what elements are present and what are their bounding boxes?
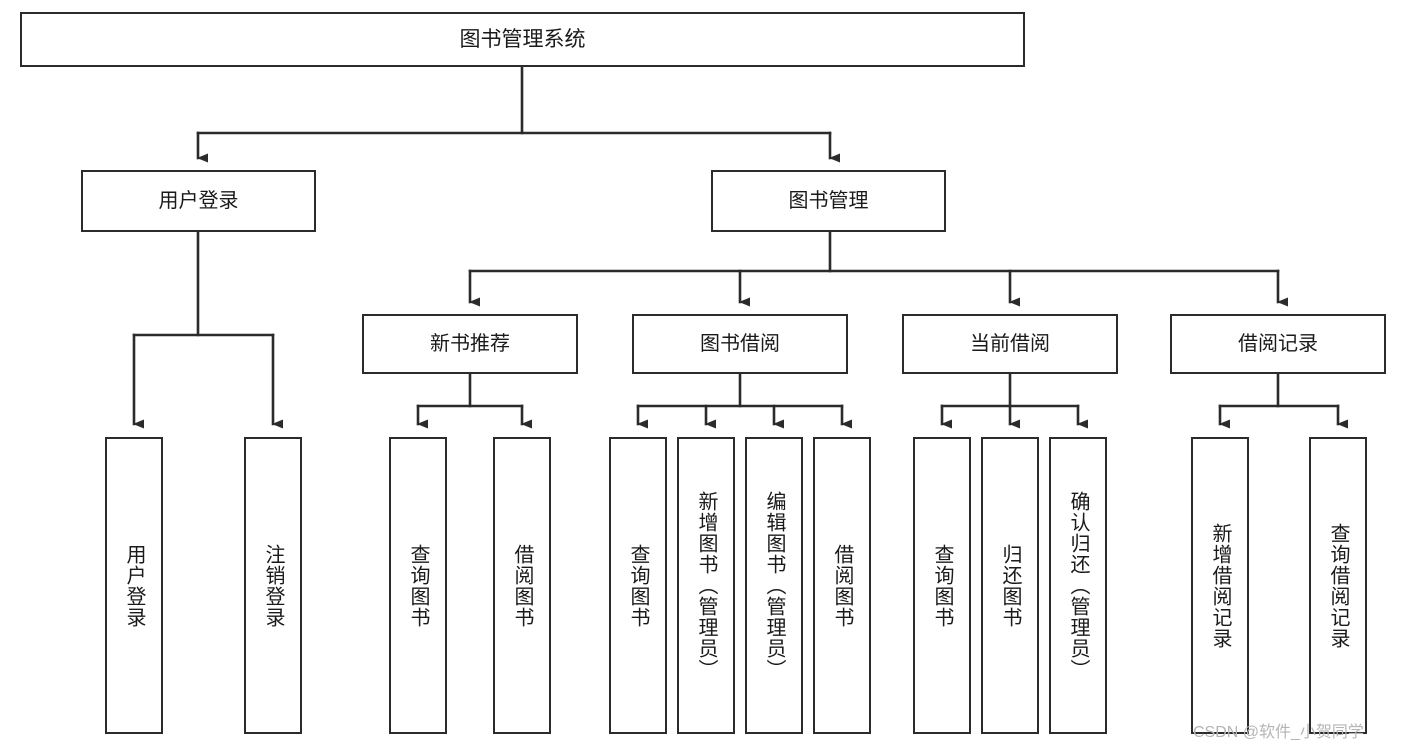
node-book-borrow[interactable]: 图书借阅 xyxy=(632,314,848,374)
node-leaf-query-book-3-label: 查询图书 xyxy=(931,543,953,628)
node-new-book-recommend-label: 新书推荐 xyxy=(430,332,510,355)
node-leaf-return-book[interactable]: 归还图书 xyxy=(981,437,1039,734)
node-book-borrow-label: 图书借阅 xyxy=(700,332,780,355)
node-leaf-edit-book-label: 编辑图书（管理员） xyxy=(763,491,785,680)
node-new-book-recommend[interactable]: 新书推荐 xyxy=(362,314,578,374)
node-leaf-user-login-label: 用户登录 xyxy=(123,543,145,628)
node-leaf-borrow-book-2-label: 借阅图书 xyxy=(831,543,853,628)
node-leaf-query-book-3[interactable]: 查询图书 xyxy=(913,437,971,734)
node-leaf-borrow-book-2[interactable]: 借阅图书 xyxy=(813,437,871,734)
node-leaf-logout-login[interactable]: 注销登录 xyxy=(244,437,302,734)
node-leaf-borrow-book-1[interactable]: 借阅图书 xyxy=(493,437,551,734)
node-leaf-confirm-return[interactable]: 确认归还（管理员） xyxy=(1049,437,1107,734)
node-borrow-record-label: 借阅记录 xyxy=(1238,332,1318,355)
node-leaf-query-book-2-label: 查询图书 xyxy=(627,543,649,628)
node-leaf-query-record-label: 查询借阅记录 xyxy=(1327,522,1349,649)
node-leaf-add-book-label: 新增图书（管理员） xyxy=(695,491,717,680)
node-leaf-query-record[interactable]: 查询借阅记录 xyxy=(1309,437,1367,734)
node-leaf-borrow-book-1-label: 借阅图书 xyxy=(511,543,533,628)
node-leaf-edit-book[interactable]: 编辑图书（管理员） xyxy=(745,437,803,734)
node-leaf-add-record[interactable]: 新增借阅记录 xyxy=(1191,437,1249,734)
node-leaf-query-book-2[interactable]: 查询图书 xyxy=(609,437,667,734)
node-leaf-query-book-1[interactable]: 查询图书 xyxy=(389,437,447,734)
node-leaf-add-book[interactable]: 新增图书（管理员） xyxy=(677,437,735,734)
node-leaf-return-book-label: 归还图书 xyxy=(999,543,1021,628)
node-leaf-confirm-return-label: 确认归还（管理员） xyxy=(1067,491,1089,680)
node-user-login-label: 用户登录 xyxy=(158,189,239,212)
node-leaf-user-login[interactable]: 用户登录 xyxy=(105,437,163,734)
node-root-label: 图书管理系统 xyxy=(459,27,586,51)
node-leaf-add-record-label: 新增借阅记录 xyxy=(1209,522,1231,649)
node-leaf-logout-login-label: 注销登录 xyxy=(262,543,284,628)
csdn-watermark: CSDN @软件_小贺同学 xyxy=(1193,724,1364,741)
node-user-login[interactable]: 用户登录 xyxy=(81,170,316,232)
node-leaf-query-book-1-label: 查询图书 xyxy=(407,543,429,628)
node-root[interactable]: 图书管理系统 xyxy=(20,12,1025,67)
node-current-borrow[interactable]: 当前借阅 xyxy=(902,314,1118,374)
node-current-borrow-label: 当前借阅 xyxy=(970,332,1050,355)
node-borrow-record[interactable]: 借阅记录 xyxy=(1170,314,1386,374)
node-book-management[interactable]: 图书管理 xyxy=(711,170,946,232)
node-book-management-label: 图书管理 xyxy=(788,189,869,212)
